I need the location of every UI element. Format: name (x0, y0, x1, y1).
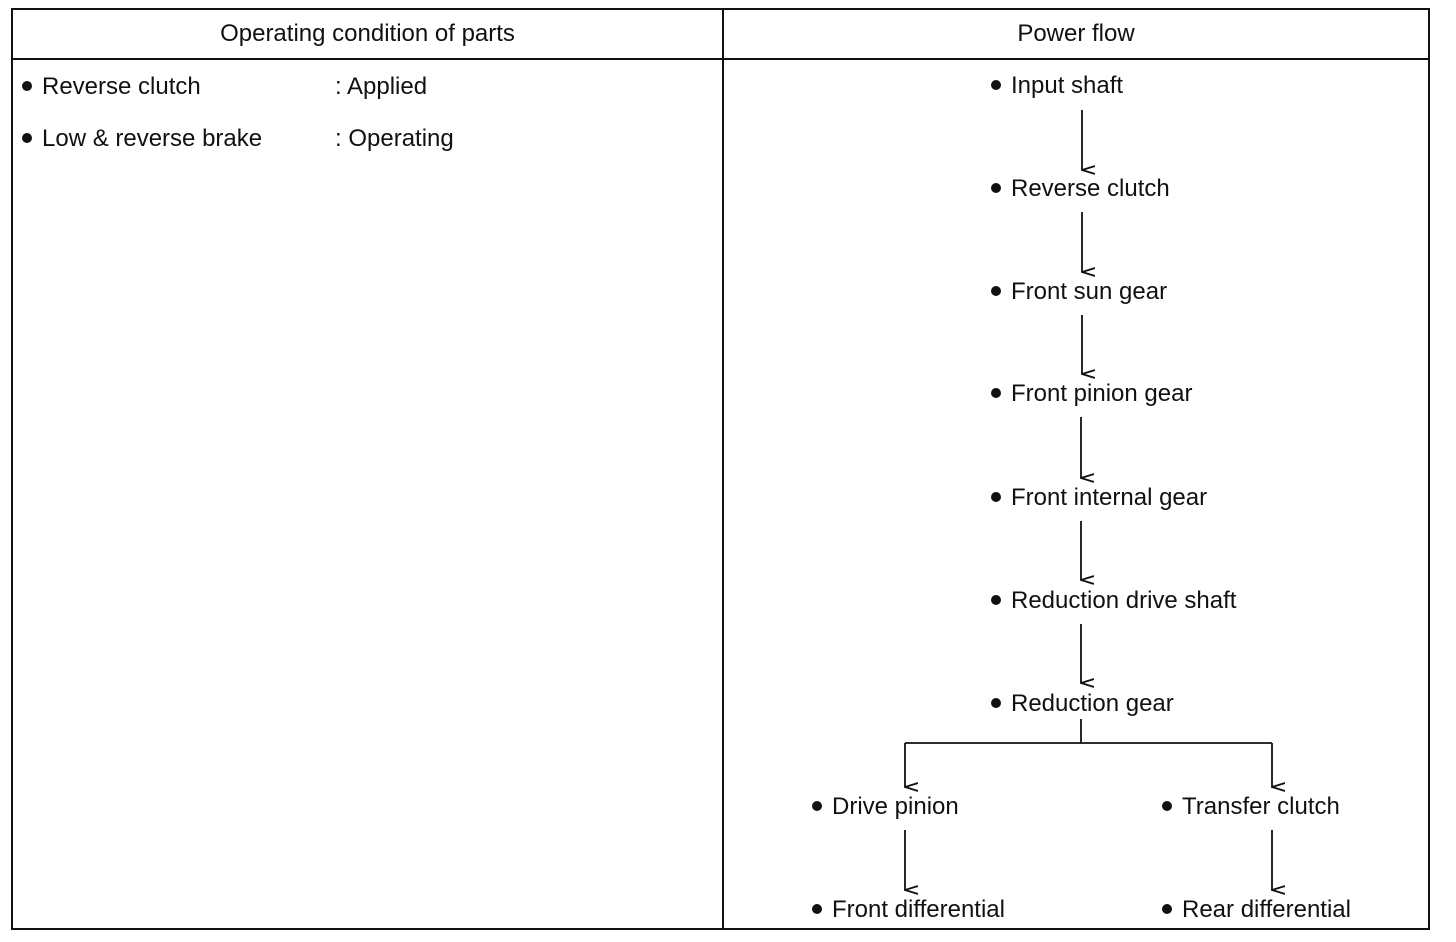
condition-part: Low & reverse brake (42, 125, 263, 152)
bullet-icon (22, 132, 32, 143)
condition-state: : Operating (335, 125, 454, 152)
flow-node-reduction-gear: Reduction gear (991, 689, 1174, 719)
bullet-icon (991, 594, 1001, 605)
table-frame (11, 8, 1430, 930)
flow-node-transfer-clutch: Transfer clutch (1162, 792, 1340, 822)
bullet-icon (1162, 903, 1172, 914)
bullet-icon (812, 903, 822, 914)
flow-node-reverse-clutch: Reverse clutch (991, 174, 1170, 204)
bullet-icon (22, 80, 32, 91)
bullet-icon (991, 285, 1001, 296)
bullet-icon (991, 697, 1001, 708)
flow-node-rear-differential: Rear differential (1162, 895, 1351, 925)
bullet-icon (991, 182, 1001, 193)
bullet-icon (1162, 800, 1172, 811)
column-divider (722, 8, 724, 930)
bullet-icon (812, 800, 822, 811)
flow-node-reduction-drive-shaft: Reduction drive shaft (991, 586, 1236, 616)
flow-node-drive-pinion: Drive pinion (812, 792, 959, 822)
flow-node-front-internal-gear: Front internal gear (991, 483, 1207, 513)
condition-row: Low & reverse brake (22, 124, 262, 154)
bullet-icon (991, 491, 1001, 502)
header-operating-condition: Operating condition of parts (220, 20, 515, 47)
header-divider (11, 58, 1430, 60)
condition-part: Reverse clutch (42, 73, 201, 100)
bullet-icon (991, 387, 1001, 398)
flow-node-input-shaft: Input shaft (991, 71, 1123, 101)
condition-state: : Applied (335, 73, 428, 100)
flow-node-front-pinion-gear: Front pinion gear (991, 379, 1192, 409)
flow-node-front-sun-gear: Front sun gear (991, 277, 1167, 307)
bullet-icon (991, 79, 1001, 90)
flow-node-front-differential: Front differential (812, 895, 1005, 925)
condition-row: Reverse clutch (22, 72, 201, 102)
header-power-flow: Power flow (1017, 20, 1135, 47)
